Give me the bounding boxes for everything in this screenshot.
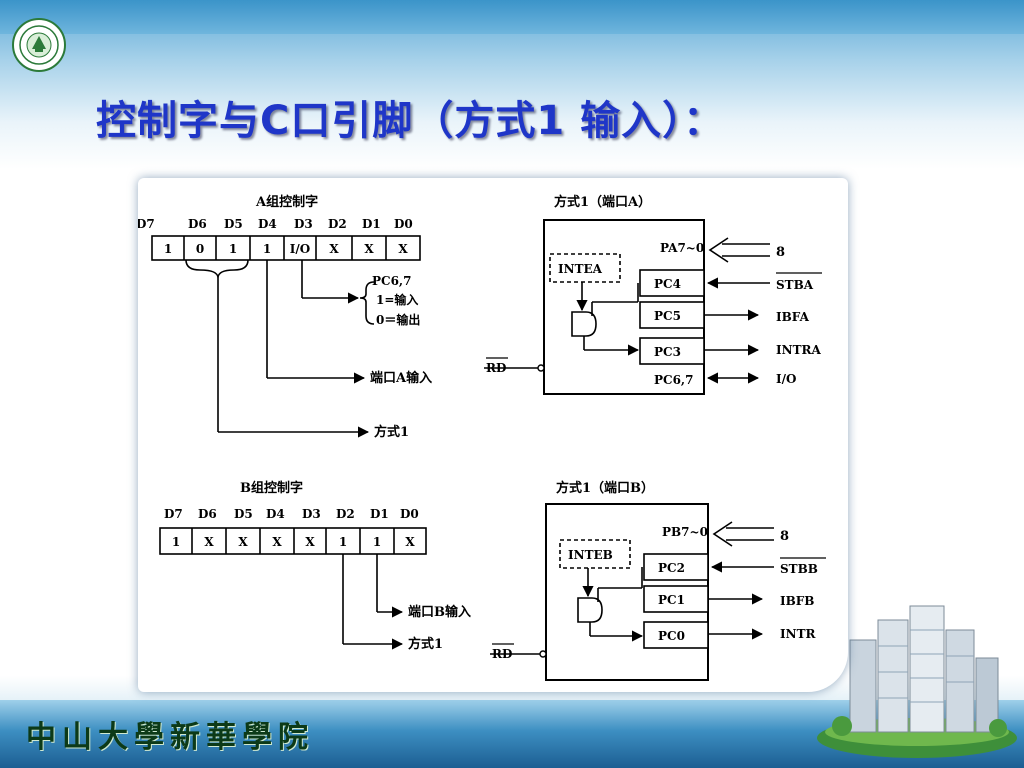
b-bit-d2: D2	[336, 507, 355, 521]
control-word-diagram: A组控制字 D7 D6 D5 D4 D3 D2 D1 D0 1 0 1 1 I/…	[138, 194, 826, 681]
chip-a-inte-box	[549, 253, 621, 283]
chip-b-inte-box	[559, 539, 631, 569]
chip-a-pc67: PC6,7	[654, 373, 693, 387]
chip-b-title: 方式1（端口B）	[556, 480, 654, 496]
group-b-word-box	[159, 527, 427, 555]
a-bit-d6: D6	[188, 217, 207, 231]
a-cell-d3: I/O	[290, 242, 310, 256]
b-bit-d0: D0	[400, 507, 419, 521]
chip-b-pc2-box	[643, 553, 709, 581]
group-b-header: B组控制字	[240, 480, 303, 496]
b-cell-d7: 1	[172, 535, 180, 549]
b-cell-d6: X	[204, 535, 214, 549]
chip-b-stb: STBB	[780, 562, 818, 576]
a-mode-label: 方式1	[374, 424, 409, 440]
chip-b-and-gate	[577, 597, 603, 623]
chip-a-stb: STBA	[776, 278, 814, 292]
chip-b-bus-width: 8	[780, 529, 789, 544]
chip-a-pc5-box	[639, 301, 705, 329]
b-cell-d2: 1	[339, 535, 347, 549]
b-bit-d1: D1	[370, 507, 389, 521]
b-bit-d3: D3	[302, 507, 321, 521]
a-cell-d5: 1	[229, 242, 237, 256]
b-cell-d4: X	[272, 535, 282, 549]
a-brace-in: 1=输入	[376, 292, 418, 307]
chip-b-intr: INTR	[780, 627, 817, 641]
chip-b-pc0: PC0	[658, 629, 685, 643]
b-mode-label: 方式1	[408, 636, 443, 652]
a-bit-d5: D5	[224, 217, 243, 231]
chip-a-pc5: PC5	[654, 309, 681, 323]
chip-b-inte: INTEB	[568, 548, 613, 562]
chip-a-inte: INTEA	[558, 262, 603, 276]
b-cell-d0: X	[405, 535, 415, 549]
chip-a-pa: PA7~0	[660, 241, 704, 255]
chip-b-ibf: IBFB	[780, 594, 814, 608]
chip-b-pc1-box	[643, 585, 709, 613]
chip-b-pc0-box	[643, 621, 709, 649]
group-a-header: A组控制字	[255, 194, 318, 210]
chip-a-ibf: IBFA	[776, 310, 810, 324]
chip-a-title: 方式1（端口A）	[554, 194, 651, 210]
a-bit-d4: D4	[258, 217, 277, 231]
a-bit-d3: D3	[294, 217, 313, 231]
university-seal-logo	[12, 18, 66, 72]
a-cell-d6: 0	[196, 242, 204, 256]
b-bit-d4: D4	[266, 507, 285, 521]
a-cell-d1: X	[364, 242, 374, 256]
chip-a-rd-bubble	[537, 364, 545, 372]
b-bit-d7: D7	[164, 507, 183, 521]
school-name-footer: 中山大學新華學院	[26, 720, 314, 755]
chip-a-rd: RD	[486, 361, 506, 375]
b-port-label: 端口B输入	[408, 604, 471, 620]
chip-b-pb: PB7~0	[662, 525, 708, 539]
chip-a-intr: INTRA	[776, 343, 821, 357]
a-bit-d0: D0	[394, 217, 413, 231]
chip-b-rd: RD	[492, 647, 512, 661]
chip-b-rd-bubble	[539, 650, 547, 658]
a-cell-d4: 1	[263, 242, 271, 256]
diagram-panel: A组控制字 D7 D6 D5 D4 D3 D2 D1 D0 1 0 1 1 I/…	[138, 178, 848, 692]
chip-a-pc3-box	[639, 337, 705, 365]
a-bit-d1: D1	[362, 217, 381, 231]
a-cell-d0: X	[398, 242, 408, 256]
a-brace-pc: PC6,7	[372, 274, 411, 288]
group-a-word-box	[151, 235, 421, 261]
a-port-label: 端口A输入	[370, 370, 432, 386]
b-cell-d5: X	[238, 535, 248, 549]
chip-b-pc2: PC2	[658, 561, 685, 575]
b-cell-d1: 1	[373, 535, 381, 549]
b-bit-d6: D6	[198, 507, 217, 521]
a-bit-d7: D7	[138, 217, 155, 231]
a-cell-d2: X	[329, 242, 339, 256]
chip-a-io: I/O	[776, 372, 796, 386]
a-brace-out: 0＝输出	[376, 312, 420, 327]
top-banner	[0, 0, 1024, 34]
a-cell-d7: 1	[164, 242, 172, 256]
chip-a-pc3: PC3	[654, 345, 681, 359]
chip-a-pc4: PC4	[654, 277, 681, 291]
chip-a-pc4-box	[639, 269, 705, 297]
b-bit-d5: D5	[234, 507, 253, 521]
a-bit-d2: D2	[328, 217, 347, 231]
chip-a-and-gate	[571, 311, 597, 337]
chip-a-bus-width: 8	[776, 245, 785, 260]
chip-b-pc1: PC1	[658, 593, 685, 607]
campus-building-illustration	[817, 605, 1017, 758]
b-cell-d3: X	[305, 535, 315, 549]
slide-title: 控制字与C口引脚（方式1 输入）：	[96, 98, 725, 144]
